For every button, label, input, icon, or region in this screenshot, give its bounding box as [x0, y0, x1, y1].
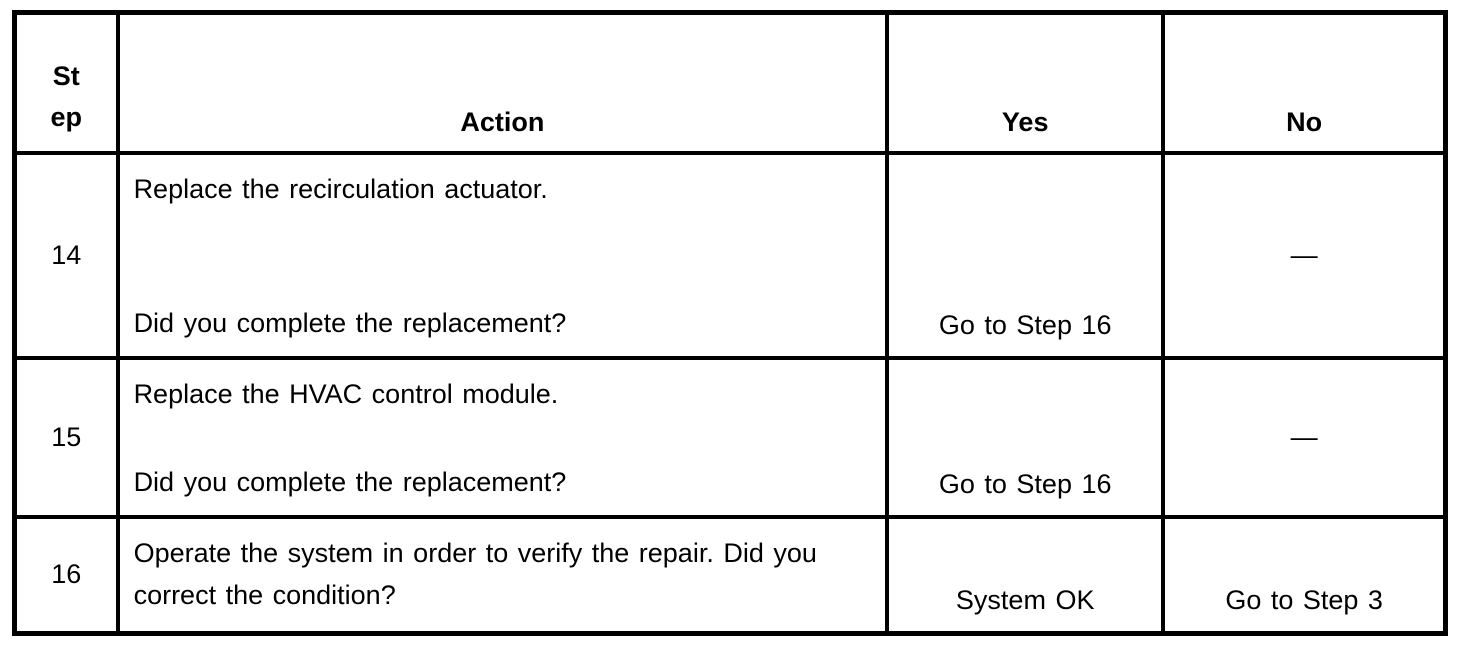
action-cell: Operate the system in order to verify th… — [115, 514, 890, 636]
no-cell: — — [1161, 355, 1448, 519]
diagnostic-table: St ep Action Yes No 14 Replace the recir… — [12, 10, 1448, 636]
header-no: No — [1161, 10, 1448, 155]
header-step: St ep — [12, 10, 120, 155]
no-cell: — — [1161, 150, 1448, 360]
action-question: Did you complete the replacement? — [133, 466, 567, 497]
step-number: 16 — [12, 514, 120, 636]
yes-cell: System OK — [885, 514, 1166, 636]
table-row-step-16: 16 Operate the system in order to verify… — [12, 514, 1448, 636]
header-yes: Yes — [885, 10, 1166, 155]
action-cell: Replace the recirculation actuator. Did … — [115, 150, 890, 360]
step-number: 15 — [12, 355, 120, 519]
action-instruction: Replace the HVAC control module. — [133, 378, 559, 409]
table-row-step-14: 14 Replace the recirculation actuator. D… — [12, 150, 1448, 360]
header-action: Action — [115, 10, 890, 155]
header-step-line2: ep — [50, 101, 83, 132]
table-row-step-15: 15 Replace the HVAC control module. Did … — [12, 355, 1448, 519]
header-step-line1: St — [52, 60, 80, 91]
action-instruction: Replace the recirculation actuator. — [133, 173, 548, 204]
action-question: Did you complete the replacement? — [133, 307, 567, 338]
action-instruction: Operate the system in order to verify th… — [133, 537, 817, 610]
action-cell: Replace the HVAC control module. Did you… — [115, 355, 890, 519]
yes-cell: Go to Step 16 — [885, 150, 1166, 360]
step-number: 14 — [12, 150, 120, 360]
yes-cell: Go to Step 16 — [885, 355, 1166, 519]
no-cell: Go to Step 3 — [1161, 514, 1448, 636]
table-header-row: St ep Action Yes No — [12, 10, 1448, 155]
